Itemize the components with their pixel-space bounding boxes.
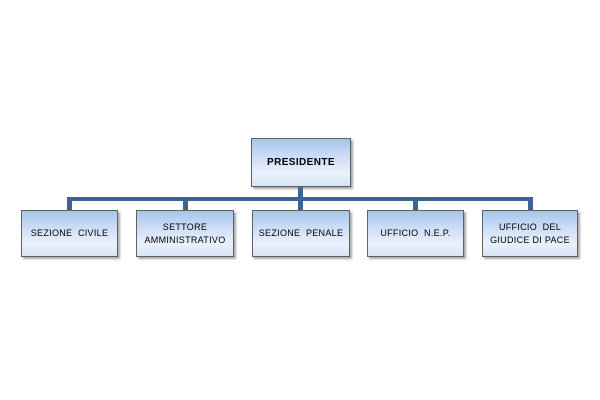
org-node-ufficio-nep-label: UFFICIO N.E.P. [380, 228, 451, 238]
org-node-settore-amministrativo-label: SETTORE AMMINISTRATIVO [144, 221, 226, 245]
connector-parent-stub [298, 186, 303, 197]
connector-stub-sezione-penale [298, 201, 303, 210]
org-node-ufficio-giudice-pace: UFFICIO DEL GIUDICE DI PACE [482, 210, 578, 257]
org-node-settore-amministrativo: SETTORE AMMINISTRATIVO [136, 210, 234, 257]
connector-stub-settore-amministrativo [183, 201, 188, 210]
org-node-presidente-label: PRESIDENTE [267, 157, 335, 168]
org-node-sezione-penale-label: SEZIONE PENALE [258, 228, 344, 238]
org-node-presidente: PRESIDENTE [251, 138, 351, 187]
org-node-ufficio-giudice-pace-label: UFFICIO DEL GIUDICE DI PACE [490, 221, 570, 245]
org-node-sezione-civile: SEZIONE CIVILE [21, 210, 118, 257]
org-node-sezione-civile-label: SEZIONE CIVILE [30, 228, 109, 238]
connector-stub-ufficio-giudice-pace [528, 201, 533, 210]
connector-horizontal-line [67, 197, 533, 201]
connector-stub-ufficio-nep [413, 201, 418, 210]
org-node-sezione-penale: SEZIONE PENALE [252, 210, 350, 257]
connector-stub-sezione-civile [67, 201, 72, 210]
org-node-ufficio-nep: UFFICIO N.E.P. [367, 210, 464, 257]
